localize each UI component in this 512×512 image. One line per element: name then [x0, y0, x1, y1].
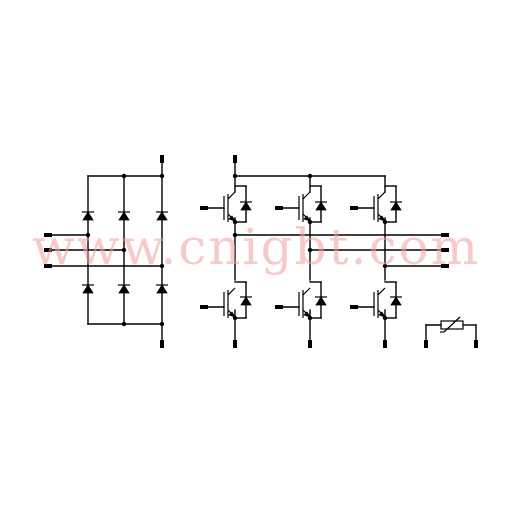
gate-terminal [200, 206, 208, 210]
gate-terminal [350, 206, 358, 210]
igbt-lower-1 [202, 281, 252, 319]
terminal-pin [383, 340, 387, 348]
gate-terminal [350, 305, 358, 309]
gate-terminal [200, 305, 208, 309]
diode-lower-2 [118, 284, 130, 294]
junction-dot [85, 232, 91, 238]
terminal-pin [160, 155, 164, 163]
junction-dot [121, 173, 127, 179]
igbt-lower-2 [277, 281, 327, 319]
junction-dot [307, 173, 313, 179]
terminal-pin [233, 155, 237, 163]
ntc-thermistor [424, 316, 478, 348]
terminal-pin [44, 248, 52, 252]
gate-terminal [275, 305, 283, 309]
terminal-pin [424, 340, 428, 348]
inverter-leg-1 [202, 175, 252, 346]
junction-dot [307, 247, 313, 253]
diode-lower-3 [156, 284, 168, 294]
diode-upper-2 [118, 211, 130, 221]
junction-dot [121, 321, 127, 327]
junction-dot [121, 247, 127, 253]
junction-dot [232, 232, 238, 238]
junction-dot [159, 173, 165, 179]
terminal-pin [160, 340, 164, 348]
terminal-pin [233, 340, 237, 348]
diode-lower-1 [82, 284, 94, 294]
rectifier-bridge [44, 155, 168, 348]
diode-upper-3 [156, 211, 168, 221]
igbt-upper-3 [352, 185, 402, 223]
terminal-pin [441, 233, 449, 237]
junction-dot [232, 219, 238, 225]
terminal-pin [441, 248, 449, 252]
junction-dot [382, 263, 388, 269]
inverter-leg-3 [352, 175, 402, 346]
junction-dot [159, 321, 165, 327]
terminal-pin [44, 264, 52, 268]
terminal-pin [308, 340, 312, 348]
gate-terminal [275, 206, 283, 210]
junction-dot [382, 219, 388, 225]
igbt-upper-2 [277, 185, 327, 223]
junction-dot [307, 315, 313, 321]
junction-dot [232, 315, 238, 321]
junction-dot [232, 173, 238, 179]
igbt-upper-1 [202, 185, 252, 223]
inverter-bridge [200, 155, 449, 348]
terminal-pin [441, 264, 449, 268]
inverter-leg-2 [277, 175, 327, 346]
junction-dot [382, 315, 388, 321]
terminal-pin [474, 340, 478, 348]
junction-dot [307, 219, 313, 225]
terminal-pin [44, 233, 52, 237]
diode-upper-1 [82, 211, 94, 221]
junction-dot [159, 263, 165, 269]
igbt-lower-3 [352, 281, 402, 319]
